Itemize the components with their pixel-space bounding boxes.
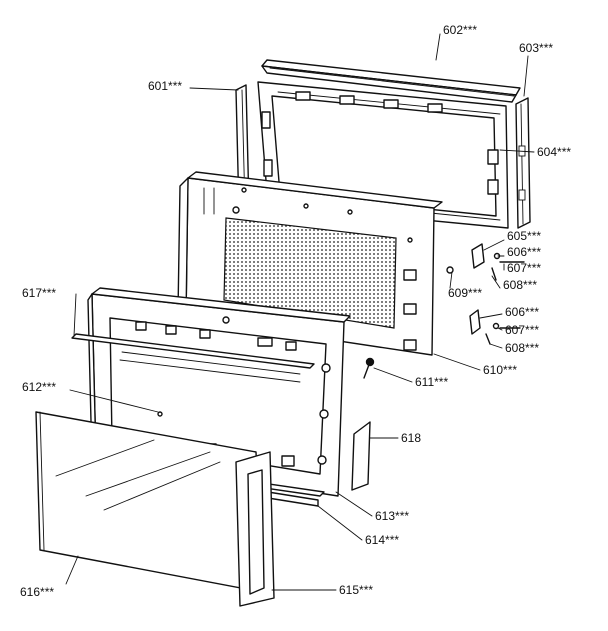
callout-610: 610*** <box>483 363 517 377</box>
callout-606-lower: 606*** <box>505 305 539 319</box>
part-615-handle <box>235 451 275 607</box>
part-602-top-trim <box>261 59 521 103</box>
callout-612: 612*** <box>22 380 56 394</box>
callout-609: 609*** <box>448 286 482 300</box>
callout-617: 617*** <box>22 286 56 300</box>
callout-614: 614*** <box>365 533 399 547</box>
callout-618: 618 <box>401 431 421 445</box>
part-612-clip <box>157 411 163 417</box>
callout-616: 616*** <box>20 585 54 599</box>
callout-601: 601*** <box>148 79 182 93</box>
callout-607-upper: 607*** <box>507 261 541 275</box>
callout-603: 603*** <box>519 41 553 55</box>
callout-608-lower: 608*** <box>505 341 539 355</box>
latch-assembly-lower <box>469 309 521 345</box>
callout-615: 615*** <box>339 583 373 597</box>
part-611-screw <box>363 357 375 379</box>
callout-606-upper: 606*** <box>507 245 541 259</box>
part-618-plate <box>351 421 371 491</box>
callout-605: 605*** <box>507 229 541 243</box>
callout-607-lower: 607*** <box>505 323 539 337</box>
callout-608-upper: 608*** <box>503 278 537 292</box>
callout-602: 602*** <box>443 23 477 37</box>
callout-labels: 602*** 603*** 601*** 604*** 605*** 606**… <box>20 23 571 599</box>
latch-assembly-upper <box>446 243 525 281</box>
callout-613: 613*** <box>375 509 409 523</box>
part-603-right-trim <box>515 97 531 229</box>
callout-604: 604*** <box>537 145 571 159</box>
leader-lines <box>65 33 535 591</box>
callout-611: 611*** <box>415 375 448 389</box>
part-617-door-rod <box>71 333 315 369</box>
